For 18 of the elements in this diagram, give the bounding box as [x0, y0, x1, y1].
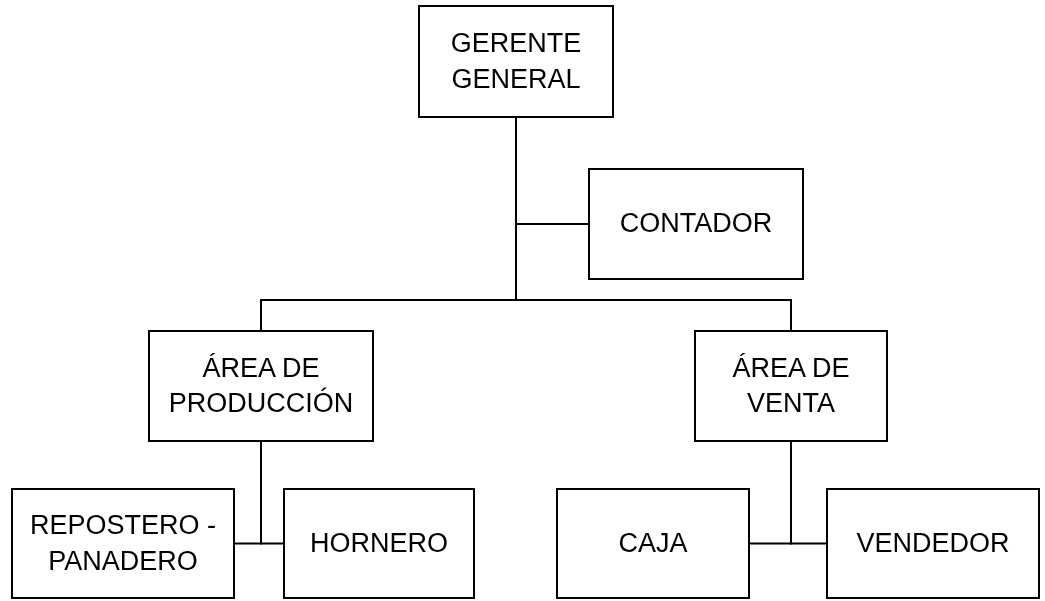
- role-label: HORNERO: [309, 526, 449, 560]
- org-box: [283, 488, 475, 599]
- connector-line: [260, 441, 284, 545]
- connector-line: [790, 441, 827, 545]
- org-box: [588, 168, 804, 280]
- org-box: [694, 330, 888, 442]
- org-box: [148, 330, 374, 442]
- role-label: VENDEDOR: [855, 526, 1011, 560]
- org-box: [556, 488, 750, 599]
- role-label: REPOSTERO - PANADERO: [29, 509, 217, 578]
- role-label: ÁREA DE PRODUCCIÓN: [167, 351, 355, 420]
- role-label: ÁREA DE VENTA: [731, 351, 851, 420]
- org-box: [418, 5, 614, 118]
- org-box: [11, 488, 235, 599]
- org-box: [826, 488, 1040, 599]
- role-label: CONTADOR: [618, 207, 774, 241]
- role-label: GERENTE GENERAL: [449, 27, 583, 96]
- role-label: CAJA: [617, 526, 689, 560]
